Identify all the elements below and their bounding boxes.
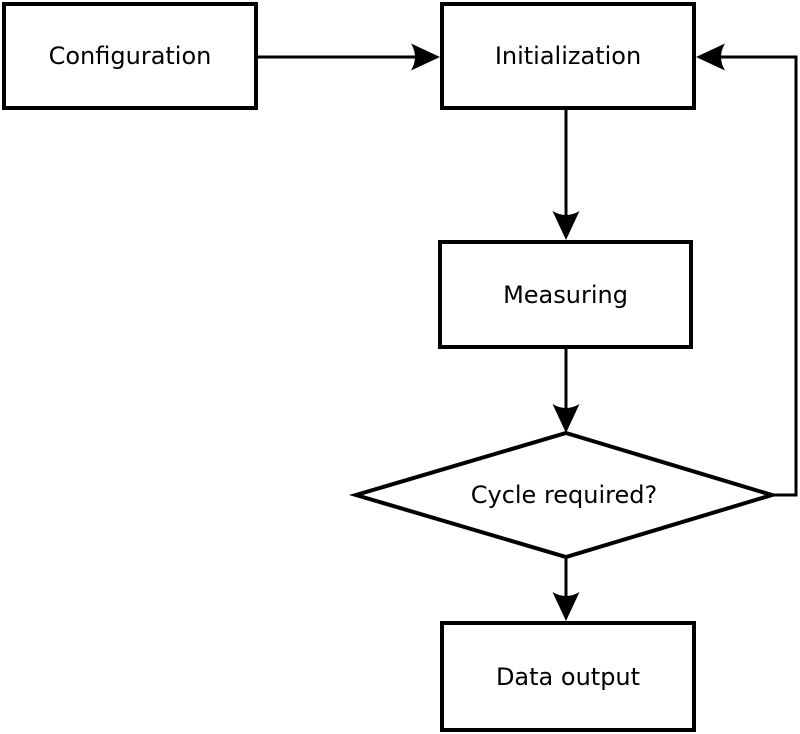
edge-feedback-loop-line <box>718 55 798 497</box>
node-initialization-label: Initialization <box>494 42 642 70</box>
edge-initialization-measuring-arrowhead-icon <box>552 211 580 240</box>
node-measuring: Measuring <box>438 240 693 349</box>
node-data-output-label: Data output <box>495 662 641 691</box>
node-measuring-label: Measuring <box>503 280 628 309</box>
node-data-output: Data output <box>440 621 696 732</box>
decision-diamond-shape <box>348 430 779 560</box>
edge-decision-dataoutput-arrowhead-icon <box>552 592 580 621</box>
edge-measuring-decision-arrowhead-icon <box>552 404 580 433</box>
node-configuration: Configuration <box>2 2 258 110</box>
node-configuration-label: Configuration <box>48 42 212 70</box>
node-initialization: Initialization <box>440 2 696 110</box>
edge-configuration-initialization-arrowhead-icon <box>411 43 440 71</box>
edge-feedback-loop-arrowhead-icon <box>696 43 725 71</box>
